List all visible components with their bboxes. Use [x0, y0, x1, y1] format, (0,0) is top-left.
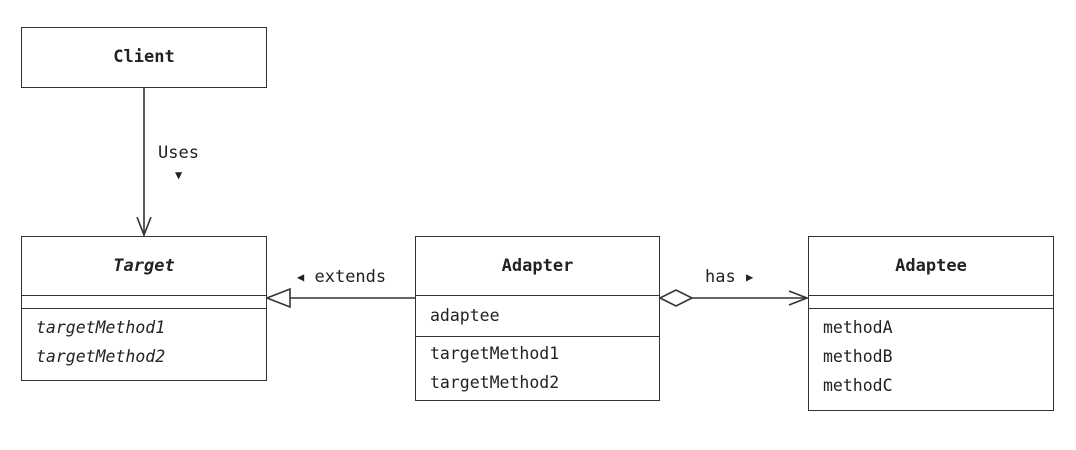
operation: targetMethod2	[36, 347, 166, 366]
class-adapter[interactable]: Adapter adaptee targetMethod1 targetMeth…	[415, 236, 660, 401]
class-adaptee[interactable]: Adaptee methodA methodB methodC	[808, 236, 1054, 411]
has-label-text: has	[705, 267, 736, 287]
has-arrowhead	[788, 290, 810, 306]
triangle-down-icon: ▼	[175, 168, 183, 182]
attributes-compartment	[22, 295, 266, 308]
operation: methodA	[823, 318, 893, 337]
operations-compartment: targetMethod1 targetMethod2	[416, 336, 659, 401]
class-client[interactable]: Client	[21, 27, 267, 88]
operation: methodB	[823, 347, 893, 366]
operation: targetMethod2	[430, 373, 560, 392]
operation: methodC	[823, 376, 893, 395]
operation: targetMethod1	[430, 344, 560, 363]
aggregation-diamond	[658, 289, 694, 307]
attributes-compartment	[809, 295, 1053, 308]
operation: targetMethod1	[36, 318, 166, 337]
uses-arrowhead	[136, 216, 152, 238]
generalization-triangle	[264, 287, 291, 309]
class-name: Client	[113, 47, 175, 67]
class-target[interactable]: Target targetMethod1 targetMethod2	[21, 236, 267, 381]
triangle-right-icon: ▶	[745, 270, 754, 284]
class-name: Target	[113, 256, 175, 276]
has-label: has ▶	[705, 267, 753, 287]
class-name: Adaptee	[895, 256, 967, 276]
triangle-left-icon: ◀	[297, 270, 305, 284]
uses-label: Uses	[158, 143, 199, 163]
class-name: Adapter	[501, 256, 574, 276]
extends-label-text: extends	[314, 267, 387, 287]
extends-label: ◀ extends	[297, 267, 386, 287]
uses-direction-marker: ▼	[175, 165, 182, 185]
operations-compartment: methodA methodB methodC	[809, 308, 1053, 404]
operations-compartment: targetMethod1 targetMethod2	[22, 308, 266, 375]
attribute: adaptee	[430, 306, 500, 325]
uses-label-text: Uses	[158, 143, 199, 163]
attributes-compartment: adaptee	[416, 295, 659, 336]
